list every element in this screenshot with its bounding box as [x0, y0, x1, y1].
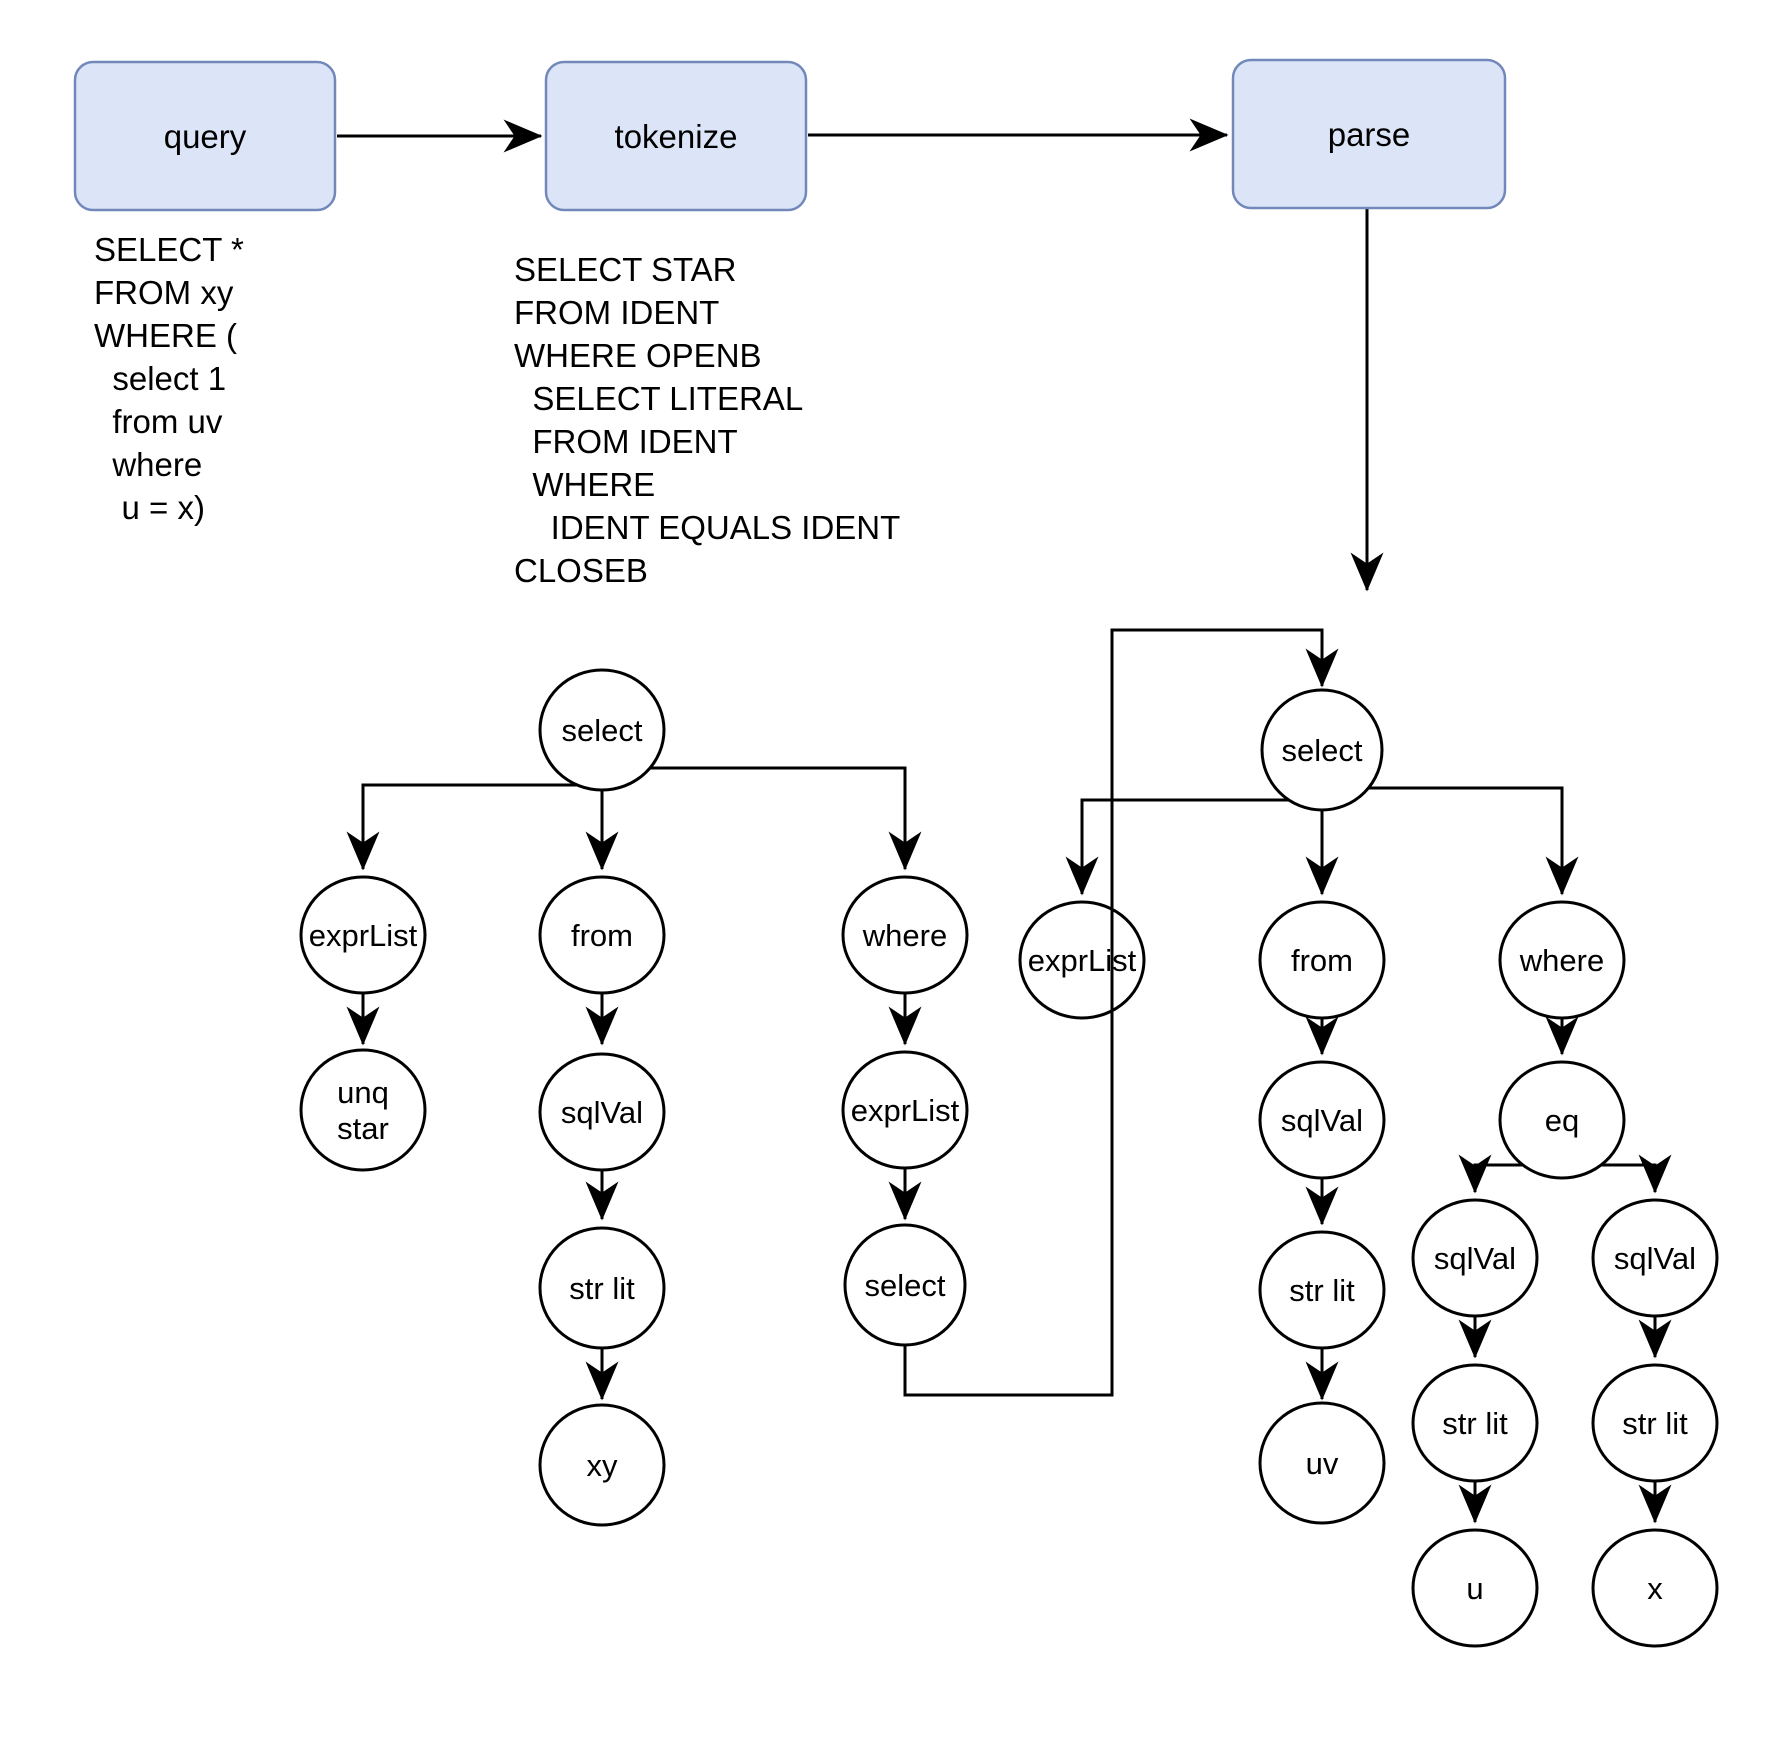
node-right-sqlval-left [1411, 1198, 1539, 1318]
edge-lselect-exprlist [346, 783, 602, 871]
label-left-from: from [571, 918, 633, 953]
edge-rselect-where [1322, 786, 1579, 896]
node-right-where [1498, 900, 1626, 1020]
label-left-sqlval: sqlVal [561, 1095, 643, 1130]
label-right-where: where [1519, 943, 1604, 978]
label-right-uv: uv [1306, 1446, 1339, 1481]
node-right-from [1258, 900, 1386, 1020]
edge-rselect-exprlist [1065, 798, 1322, 896]
node-layer [299, 668, 1719, 1648]
node-left-exprlist [299, 875, 427, 995]
edge-lselect-where [602, 766, 922, 871]
label-left-star: star [337, 1111, 389, 1146]
label-right-u: u [1466, 1571, 1483, 1606]
query-sql-text: SELECT * FROM xy WHERE ( select 1 from u… [94, 231, 244, 526]
node-left-exprlist2 [841, 1050, 969, 1170]
node-labels: select exprList from where unq star sqlV… [309, 713, 1696, 1606]
node-right-strlit [1258, 1230, 1386, 1350]
label-left-strlit: str lit [569, 1271, 635, 1306]
edge-layer [337, 118, 1672, 1524]
node-left-unq-star [299, 1048, 427, 1172]
label-left-exprlist: exprList [309, 918, 418, 953]
node-right-select [1260, 688, 1384, 812]
token-list-text: SELECT STAR FROM IDENT WHERE OPENB SELEC… [514, 251, 901, 589]
label-right-exprlist: exprList [1028, 943, 1137, 978]
node-left-where [841, 875, 969, 995]
node-right-sqlval [1258, 1060, 1386, 1180]
node-left-sqlval [538, 1052, 666, 1172]
node-right-sqlval-right [1591, 1198, 1719, 1318]
label-right-x: x [1647, 1571, 1663, 1606]
parse-box-label: parse [1328, 116, 1411, 153]
node-left-xy [538, 1403, 666, 1527]
label-left-select2: select [865, 1268, 946, 1303]
node-left-select [538, 668, 666, 792]
label-left-where: where [862, 918, 947, 953]
node-right-eq [1498, 1060, 1626, 1180]
label-right-sqlval: sqlVal [1281, 1103, 1363, 1138]
query-box-label: query [164, 118, 247, 155]
label-left-select: select [562, 713, 643, 748]
label-right-strlit-left: str lit [1442, 1406, 1508, 1441]
parse-box [1231, 58, 1507, 210]
label-right-sqlval-right: sqlVal [1614, 1241, 1696, 1276]
label-right-from: from [1291, 943, 1353, 978]
edge-subquery-select-to-right-tree [903, 628, 1339, 1397]
label-left-unq: unq [337, 1075, 389, 1110]
label-right-eq: eq [1545, 1103, 1579, 1138]
node-right-u [1411, 1528, 1539, 1648]
query-box [73, 60, 337, 212]
node-right-x [1591, 1528, 1719, 1648]
node-right-strlit-left [1411, 1363, 1539, 1483]
label-left-xy: xy [587, 1448, 619, 1483]
pipeline-boxes: query tokenize parse [73, 58, 1507, 212]
label-right-strlit-right: str lit [1622, 1406, 1688, 1441]
tokenize-box-label: tokenize [615, 118, 738, 155]
label-right-strlit: str lit [1289, 1273, 1355, 1308]
node-right-uv [1258, 1401, 1386, 1525]
tokenize-box [544, 60, 808, 212]
node-left-strlit [538, 1226, 666, 1350]
node-left-from [538, 875, 666, 995]
label-right-sqlval-left: sqlVal [1434, 1241, 1516, 1276]
node-right-strlit-right [1591, 1363, 1719, 1483]
label-right-select: select [1282, 733, 1363, 768]
label-left-exprlist2: exprList [851, 1093, 960, 1128]
